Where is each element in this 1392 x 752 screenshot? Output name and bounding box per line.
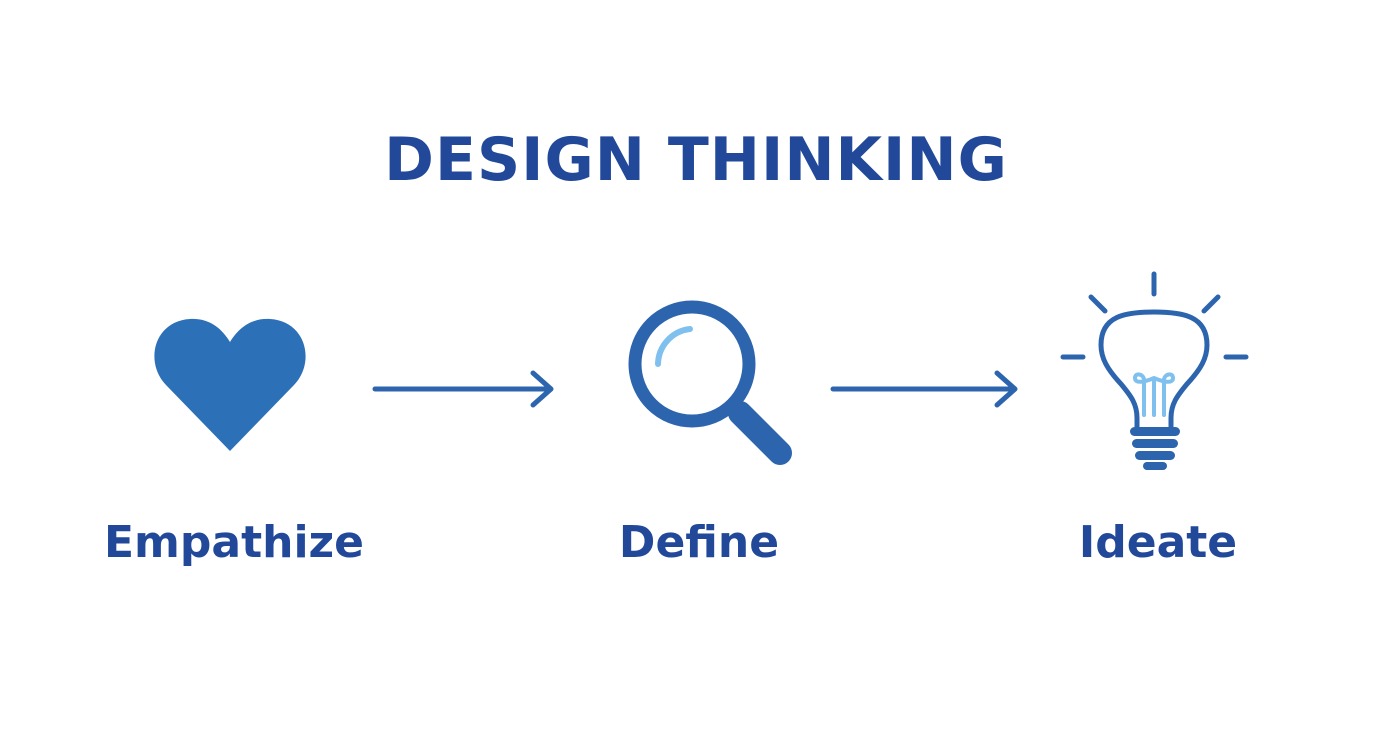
heart-icon bbox=[150, 315, 310, 455]
lightbulb-icon bbox=[1055, 268, 1255, 474]
arrow-right-icon bbox=[828, 368, 1024, 410]
stage-label-empathize: Empathize bbox=[104, 517, 364, 568]
arrow-right-icon bbox=[370, 368, 560, 410]
magnifying-glass-icon bbox=[622, 298, 802, 478]
diagram-title: DESIGN THINKING bbox=[384, 125, 1008, 195]
stage-label-define: Define bbox=[618, 517, 780, 568]
stage-label-ideate: Ideate bbox=[1078, 517, 1238, 568]
